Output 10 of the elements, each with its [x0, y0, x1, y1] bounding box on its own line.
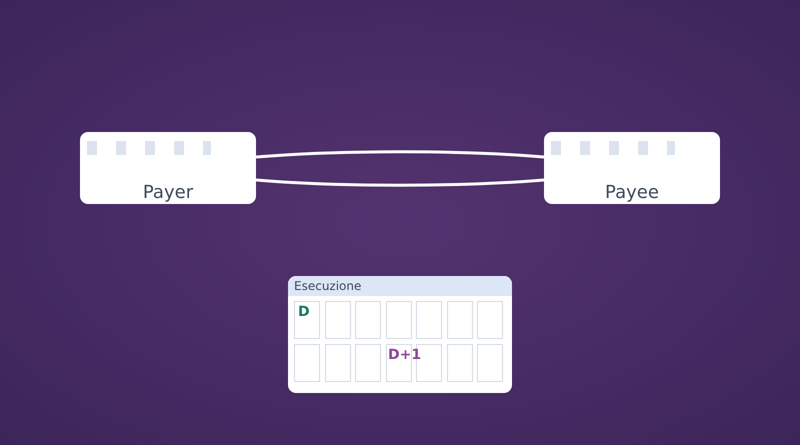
- party-name: Payee: [604, 182, 660, 203]
- party-box: [544, 132, 720, 204]
- party-box: [80, 132, 256, 204]
- connector-line: [256, 150, 544, 158]
- calendar-header: Esecuzione: [288, 276, 512, 296]
- connector-line: [256, 178, 544, 187]
- day-label: D+1: [388, 347, 422, 363]
- day-label: D: [298, 304, 310, 320]
- party-name: Payer: [142, 182, 194, 203]
- calendar-panel: [288, 276, 512, 393]
